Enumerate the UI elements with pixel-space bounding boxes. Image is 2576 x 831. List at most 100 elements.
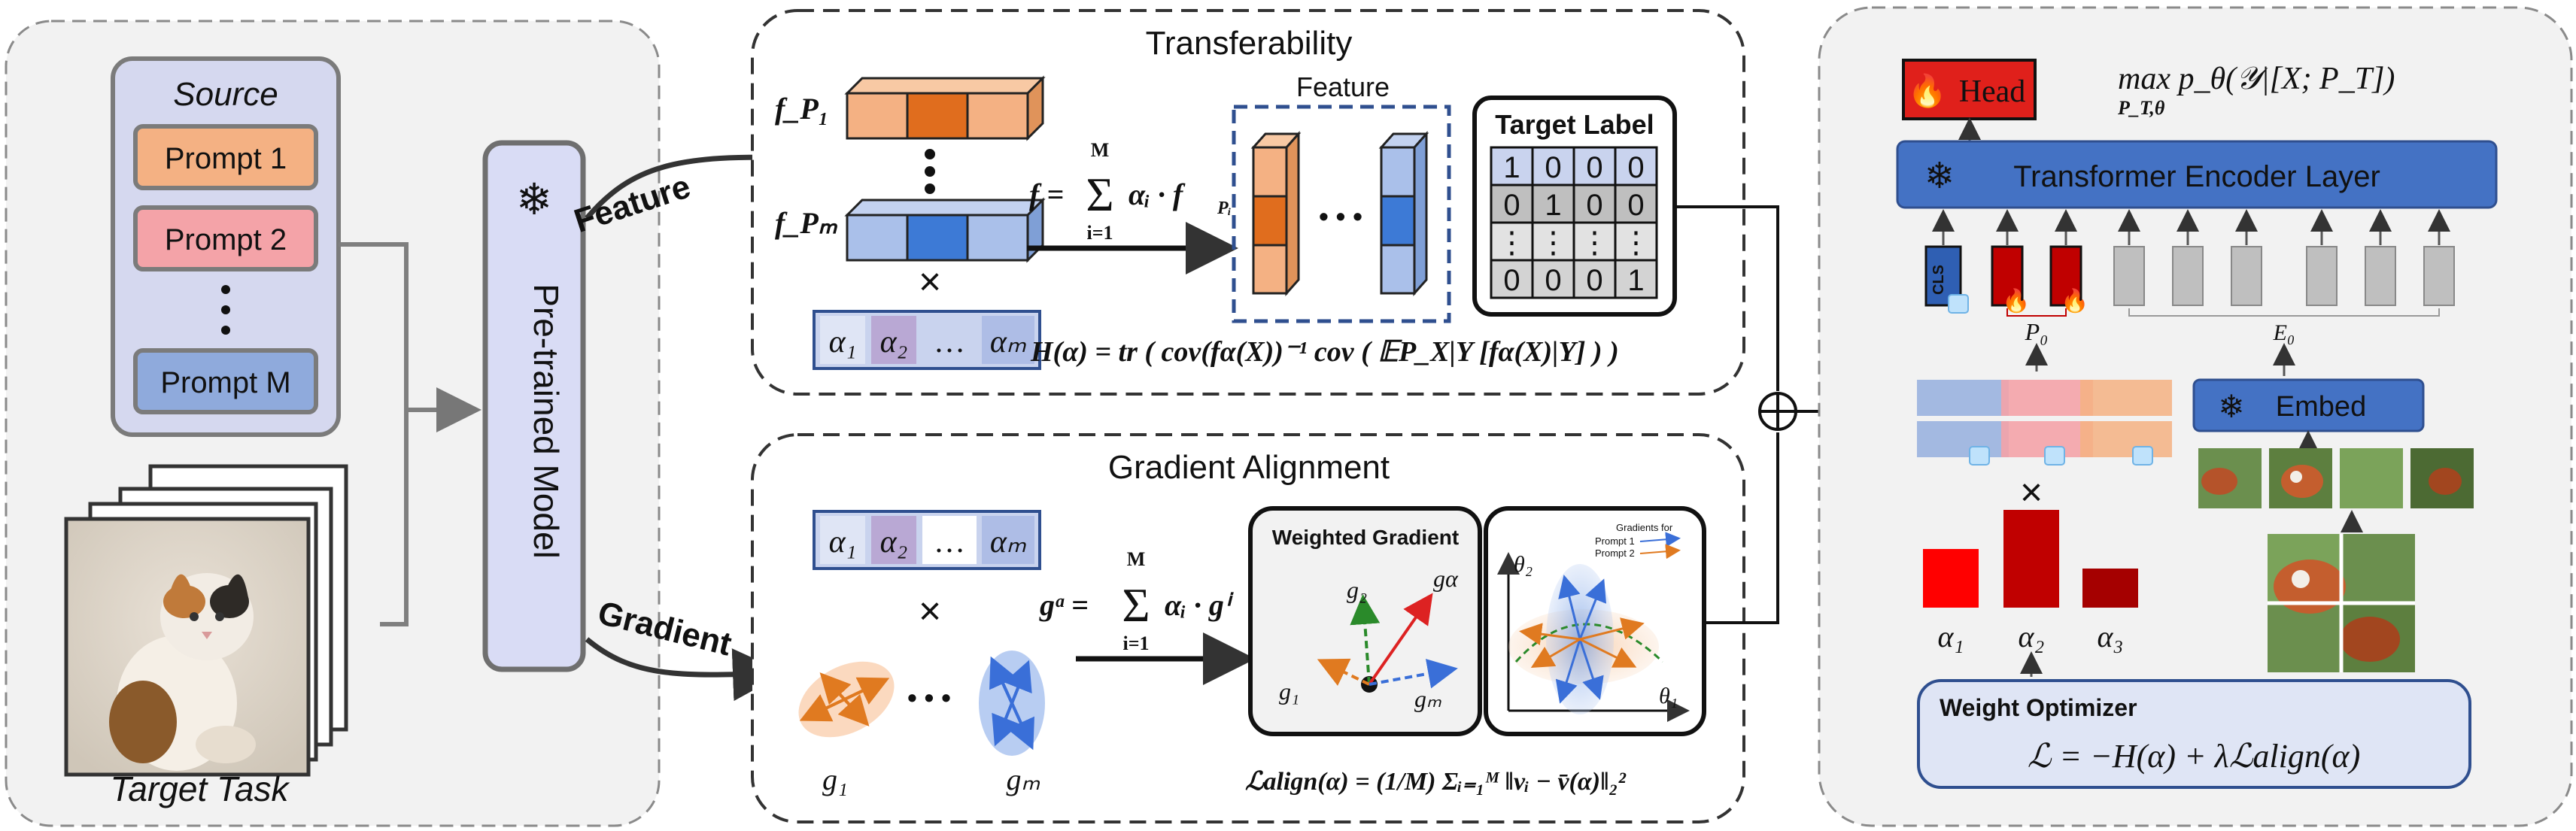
target-task-stack: Target Task (64, 464, 348, 808)
align-loss-formula: ℒalign(α) = (1/M) Σᵢ₌₁ᴹ ‖vᵢ − v̄(α)‖₂² (1245, 768, 1627, 796)
embed-token (2113, 246, 2145, 306)
vector-ellipsis-dot (925, 149, 935, 159)
embed-token (2172, 246, 2204, 306)
h-formula: H(α) = tr ( cov(fα(X))⁻¹ cov ( 𝔼P_X|Y [f… (1030, 336, 1619, 368)
target-task-label: Target Task (111, 769, 290, 808)
red-panda-image (2268, 534, 2415, 672)
alpha-weight-bars: α₁ α₂ α₃ (1923, 510, 2138, 654)
p0-bracket (2006, 308, 2067, 317)
target-connector (380, 410, 409, 626)
fire-icon: 🔥 (2061, 287, 2088, 314)
alpha-1: α₁ (829, 525, 857, 560)
theta1-label: θ₁ (1659, 684, 1678, 708)
gradient-blob-gm: gₘ (979, 651, 1045, 796)
embed-token (2306, 246, 2338, 306)
prompt-token (1991, 245, 2024, 307)
parameter-space-box: θ₂ θ₁ Gradients for Prompt 1 Prompt 2 (1484, 506, 1706, 736)
pretrained-model: ❄ Pre-trained Model (482, 140, 586, 672)
svg-text:M: M (1091, 139, 1110, 161)
fire-icon: 🔥 (1908, 72, 1947, 109)
f-p1-label: f_P₁ (775, 92, 829, 126)
vector-ellipsis-dot (925, 183, 935, 194)
legend-title: Gradients for (1616, 522, 1673, 533)
prompt-2-box (133, 205, 318, 271)
ice-cube-icon (1969, 446, 1990, 466)
transformer-encoder: ❄ Transformer Encoder Layer (1896, 140, 2498, 209)
alpha-bar-label: α₃ (2098, 620, 2124, 654)
wg-gm-label: gₘ (1414, 685, 1441, 712)
svg-text:M: M (1127, 548, 1146, 570)
gradient-dots: • • • (907, 682, 951, 713)
aggregated-feature-blue (1378, 131, 1429, 296)
snowflake-icon: ❄ (516, 175, 553, 224)
embed-token (2365, 246, 2396, 306)
target-label-cell: 0 (1627, 151, 1644, 184)
source-ellipsis-dot (221, 305, 230, 314)
source-box: Source Prompt 1 Prompt 2 Prompt M (111, 56, 341, 437)
svg-text:Σ: Σ (1086, 168, 1113, 221)
source-ellipsis-dot (221, 285, 230, 294)
gradient-sum-formula: gᵅ = M Σ i=1 αᵢ · gⁱ (1039, 548, 1234, 654)
snowflake-icon: ❄ (2218, 389, 2244, 424)
legend-prompt-2: Prompt 2 (1595, 547, 1635, 559)
prompt-m-box (133, 348, 318, 414)
target-label-cell: 1 (1627, 264, 1644, 297)
wg-g1-label: g₁ (1279, 678, 1299, 705)
target-label-connector (1675, 205, 1779, 391)
ice-cube-icon (1948, 294, 1969, 314)
encoder-label: Transformer Encoder Layer (2013, 160, 2380, 193)
svg-text:i=1: i=1 (1086, 222, 1113, 244)
embed-token (2231, 246, 2262, 306)
token-row: CLS 🔥 🔥 (1924, 209, 2455, 314)
alpha-m: αₘ (990, 525, 1027, 560)
alpha-bar-label: α₁ (1938, 620, 1964, 654)
alpha-row-bottom: α₁ α₂ … αₘ (813, 510, 1041, 570)
target-label-cell: ⋮ (1539, 226, 1569, 259)
feature-sum-formula: f = M Σ i=1 αᵢ · f Pᵢ (1029, 139, 1232, 244)
target-label-title: Target Label (1495, 109, 1654, 140)
target-label-cell: 0 (1503, 264, 1520, 297)
head-label: Head (1959, 74, 2026, 109)
e0-label: E₀ (2273, 320, 2295, 345)
times-symbol: × (919, 590, 941, 633)
embed-label: Embed (2276, 391, 2366, 423)
alpha-bar-2 (2003, 510, 2059, 608)
ice-cube-icon (2132, 446, 2153, 466)
source-connector (339, 242, 409, 410)
target-label-cell: 0 (1586, 264, 1602, 297)
alpha-bar-1 (1923, 549, 1979, 608)
alpha-bar-3 (2082, 569, 2138, 608)
svg-text:f =: f = (1029, 177, 1064, 211)
svg-text:i=1: i=1 (1122, 632, 1149, 654)
f-pm-label: f_Pₘ (775, 206, 838, 240)
svg-text:Σ: Σ (1122, 578, 1150, 632)
svg-text:Pᵢ: Pᵢ (1217, 199, 1232, 218)
weighted-gradient-title: Weighted Gradient (1272, 526, 1459, 549)
source-ellipsis-dot (221, 326, 230, 335)
feature-box-title: Feature (1296, 71, 1390, 102)
alpha-bar-label: α₂ (2019, 620, 2045, 654)
wg-g2-label: g₂ (1347, 576, 1367, 603)
snowflake-icon: ❄ (1924, 156, 1955, 196)
head-box: 🔥 Head (1902, 59, 2037, 120)
prompt-1-label: Prompt 1 (165, 142, 287, 175)
target-label-cell: 0 (1586, 151, 1602, 184)
cls-token: CLS (1924, 245, 1969, 314)
alpha-m: αₘ (990, 325, 1027, 359)
target-label-cell: 1 (1545, 189, 1561, 222)
prompt-1-box (133, 124, 318, 190)
prompt-m-label: Prompt M (160, 366, 290, 399)
target-label-cell: 0 (1545, 151, 1561, 184)
feature-vector-p1: f_P₁ (775, 75, 1046, 141)
model-label: Pre-trained Model (527, 284, 566, 559)
param-space-connector (1704, 432, 1779, 624)
feature-box (1232, 105, 1451, 323)
prompt-blocks (1917, 380, 2172, 466)
alpha-2: α₂ (880, 525, 908, 560)
times-symbol: × (919, 260, 941, 304)
prompt-token (2049, 245, 2082, 307)
p0-label: P₀ (2025, 318, 2049, 345)
alpha-ellipsis: … (934, 325, 965, 359)
